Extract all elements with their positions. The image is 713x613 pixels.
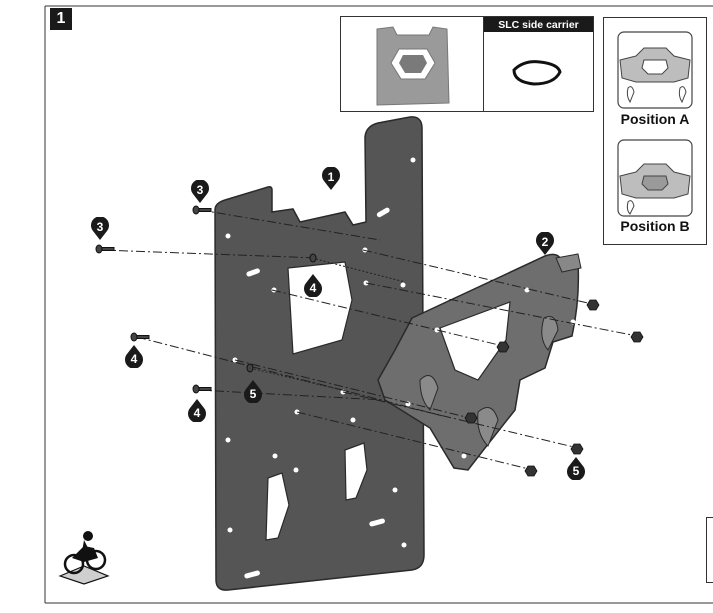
callout-part-5-bracket: 5	[566, 456, 586, 481]
position-a-diagram	[617, 31, 693, 109]
inset-divider	[483, 17, 484, 111]
next-step-edge	[706, 517, 713, 583]
assembly-axis-lines	[101, 209, 638, 471]
position-diagrams	[617, 31, 693, 217]
motorcycle-icon	[58, 531, 110, 585]
slc-ring-icon	[512, 60, 562, 86]
callout-part-1: 1	[321, 166, 341, 190]
plate-overview-icon	[376, 26, 450, 106]
overview-inset: SLC side carrier	[340, 16, 594, 112]
callout-part-4-lower: 4	[187, 398, 207, 423]
slc-side-carrier-label: SLC side carrier	[484, 17, 593, 32]
position-a-label: Position A	[620, 111, 690, 127]
callout-part-5-plate: 5	[243, 379, 263, 404]
position-b-label: Position B	[620, 218, 690, 234]
position-options-panel: Position A Position B	[603, 17, 707, 245]
nuts	[464, 299, 644, 477]
position-b-diagram	[617, 139, 693, 217]
callout-part-3-upper: 3	[190, 179, 210, 203]
callout-part-4-left: 4	[124, 344, 144, 369]
callout-part-2: 2	[535, 231, 555, 255]
screws	[95, 205, 317, 394]
adapter-plate	[214, 116, 425, 591]
slc-side-carrier-bracket	[377, 253, 582, 471]
callout-part-4-plate: 4	[303, 273, 323, 298]
callout-part-3-lower: 3	[90, 216, 110, 240]
hidden-bolt-lines	[249, 257, 406, 393]
step-number-badge: 1	[50, 8, 72, 30]
